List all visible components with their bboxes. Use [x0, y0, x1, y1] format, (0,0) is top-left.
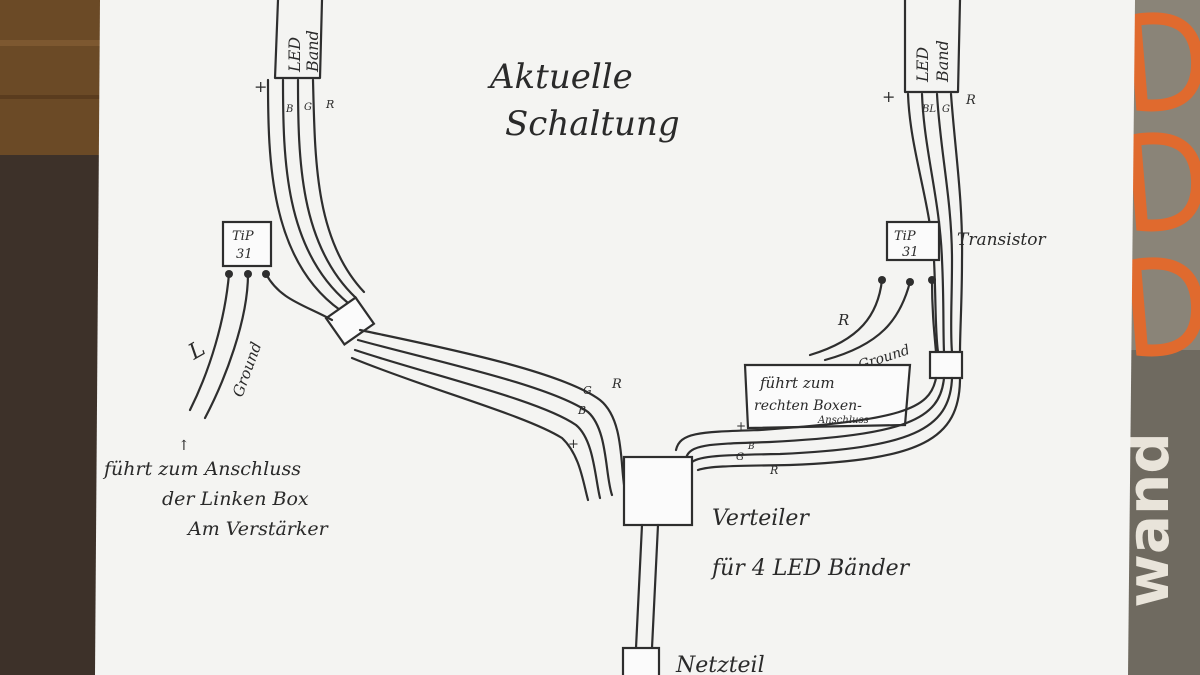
svg-text:TiP: TiP [232, 229, 254, 244]
right-connector [928, 350, 964, 380]
right-r-label: R [837, 311, 849, 329]
left-transistor-pins [188, 270, 334, 420]
left-led-strip: LED Band [273, 0, 324, 80]
psu-label: Netzteil [675, 653, 765, 675]
right-note-line-1: führt zum [759, 374, 835, 392]
svg-text:31: 31 [236, 247, 253, 262]
left-pin-b: B [285, 104, 293, 115]
right-transistor-label: Transistor [957, 230, 1047, 250]
left-feed-plus: + [568, 437, 579, 452]
left-note-line-2: der Linken Box [162, 488, 309, 510]
left-transistor [221, 220, 273, 268]
left-strip-cable [266, 78, 366, 312]
svg-text:Band: Band [303, 30, 322, 73]
paper-sheet [95, 0, 1135, 675]
left-feed-cable [350, 328, 627, 502]
right-note-box [743, 363, 912, 430]
right-feed-b: B [747, 442, 755, 452]
left-pin-r: R [325, 98, 334, 111]
right-pin-bl: BL [921, 104, 936, 115]
left-feed-b: B [577, 404, 586, 417]
right-strip-cable [906, 92, 964, 354]
left-pin-plus: + [254, 77, 267, 96]
right-note-line-2: rechten Boxen- [754, 398, 862, 414]
right-feed-r: R [769, 464, 778, 477]
left-feed-g: G [583, 384, 592, 397]
right-feed-plus: + [736, 419, 746, 433]
title-line-1: Aktuelle [487, 57, 633, 97]
left-note-line-1: führt zum Anschluss [102, 458, 301, 480]
right-pin-r: R [965, 93, 976, 108]
svg-text:Band: Band [933, 40, 952, 83]
distributor-box [622, 455, 694, 527]
svg-text:LED: LED [285, 37, 304, 73]
right-led-strip: LED Band [903, 0, 962, 94]
svg-text:31: 31 [902, 245, 919, 260]
title-line-2: Schaltung [505, 104, 680, 144]
distributor-sublabel: für 4 LED Bänder [710, 556, 911, 581]
left-pin-g: G [304, 102, 312, 113]
psu-box [621, 646, 661, 675]
right-pin-g: G [942, 104, 950, 115]
left-arrow: ↑ [178, 438, 190, 454]
distributor-label: Verteiler [712, 506, 810, 531]
couch-fabric [0, 155, 105, 675]
wood-surface [0, 0, 105, 155]
right-feed-cable [674, 376, 962, 472]
psu-cable [634, 523, 660, 650]
right-pin-plus: + [882, 87, 895, 106]
left-note-line-3: Am Verstärker [186, 518, 330, 540]
left-feed-r: R [611, 377, 622, 392]
svg-text:LED: LED [913, 47, 932, 83]
right-transistor [885, 220, 941, 262]
left-connector [324, 296, 376, 346]
right-transistor-pins [808, 276, 938, 362]
right-feed-g: G [736, 452, 744, 463]
right-note-line-3: Anschluss [817, 415, 869, 426]
svg-text:TiP: TiP [894, 229, 916, 244]
